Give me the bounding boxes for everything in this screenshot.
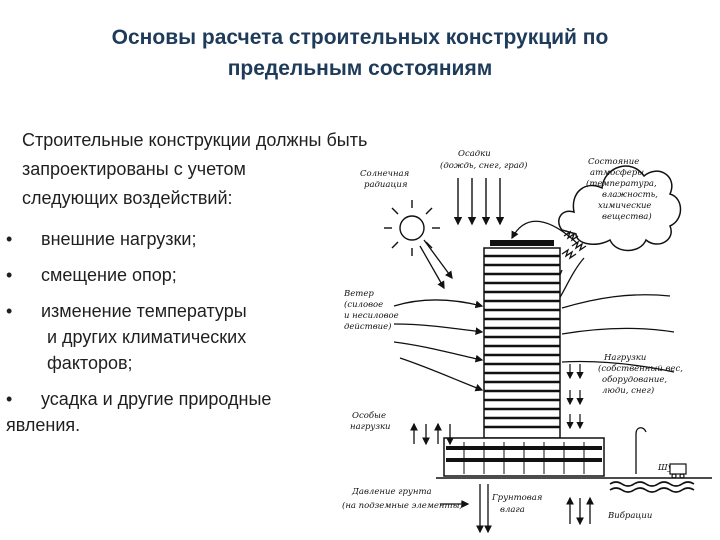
atmosphere-line-4: влажность, bbox=[602, 190, 658, 200]
special-loads-label-2: нагрузки bbox=[350, 422, 391, 432]
wind-curves-icon bbox=[393, 294, 675, 392]
title-line-2: предельным состояниям bbox=[227, 57, 493, 80]
vibration-label: Вибрации bbox=[607, 510, 652, 521]
noise-label: Шум bbox=[657, 463, 680, 473]
list-item-continuation: и других климатических bbox=[47, 327, 247, 347]
groundwater-label-1: Грунтовая bbox=[491, 493, 543, 503]
wind-label-1: Ветер bbox=[343, 289, 374, 299]
intro-line-3: следующих воздействий: bbox=[22, 188, 233, 208]
radiation-arrows-icon bbox=[419, 239, 453, 290]
atmosphere-line-2: атмосферы bbox=[590, 168, 644, 178]
special-loads-label-1: Особые bbox=[352, 410, 386, 421]
atmosphere-line-1: Состояние bbox=[588, 157, 639, 167]
list-item-continuation: факторов; bbox=[47, 353, 133, 373]
special-loads-arrows-icon bbox=[410, 422, 454, 446]
slide-title: Основы расчета строительных конструкций … bbox=[40, 22, 680, 84]
intro-line-2: запроектированы с учетом bbox=[22, 159, 246, 179]
bullet-icon: • bbox=[6, 229, 13, 249]
impact-list: •внешние нагрузки; •смещение опор; •изме… bbox=[6, 226, 346, 448]
list-item: •внешние нагрузки; bbox=[6, 226, 346, 252]
building-impacts-diagram: Осадки (дождь, снег, град) Состояние атм… bbox=[340, 128, 720, 540]
bullet-icon: • bbox=[6, 301, 13, 321]
load-arrows-icon bbox=[566, 364, 584, 430]
bullet-icon: • bbox=[6, 389, 13, 409]
ground-line bbox=[436, 477, 712, 493]
groundwater-label-2: влага bbox=[500, 505, 525, 515]
wind-label-4: действие) bbox=[344, 321, 391, 332]
loads-label-3: оборудование, bbox=[602, 374, 667, 385]
building-icon bbox=[443, 240, 605, 477]
groundwater-arrows-icon bbox=[476, 484, 492, 534]
list-item-continuation: явления. bbox=[6, 415, 81, 435]
list-item: •усадка и другие природные bbox=[6, 386, 346, 412]
precipitation-sub: (дождь, снег, град) bbox=[440, 160, 528, 171]
atmosphere-line-5: химические bbox=[598, 201, 651, 211]
wind-label-3: и несиловое bbox=[344, 311, 399, 321]
precipitation-arrows-icon bbox=[453, 178, 505, 226]
loads-label-4: люди, снег) bbox=[602, 385, 654, 396]
intro-line-1: Строительные конструкции должны быть bbox=[22, 130, 368, 150]
vibration-arrows-icon bbox=[566, 496, 594, 526]
loads-label-2: (собственный вес, bbox=[598, 363, 683, 374]
list-item: •изменение температуры bbox=[6, 298, 346, 324]
list-item: •смещение опор; bbox=[6, 262, 346, 288]
noise-pole-icon bbox=[635, 427, 647, 474]
atmosphere-line-3: (температура, bbox=[586, 178, 657, 189]
soil-pressure-label-2: (на подземные элементы) bbox=[342, 500, 463, 511]
sun-icon bbox=[384, 200, 440, 256]
soil-pressure-label-1: Давление грунта bbox=[351, 487, 432, 497]
wind-label-2: (силовое bbox=[344, 299, 383, 310]
title-line-1: Основы расчета строительных конструкций … bbox=[111, 26, 609, 49]
solar-label-2: радиация bbox=[364, 180, 408, 190]
loads-label-1: Нагрузки bbox=[603, 353, 646, 363]
bullet-icon: • bbox=[6, 265, 13, 285]
vehicle-icon bbox=[669, 463, 687, 479]
intro-text: Строительные конструкции должны быть зап… bbox=[22, 126, 462, 213]
atmosphere-line-6: вещества) bbox=[602, 211, 652, 222]
solar-label-1: Солнечная bbox=[360, 169, 410, 179]
atmosphere-cloud-icon bbox=[558, 165, 682, 252]
precipitation-label: Осадки bbox=[458, 149, 491, 159]
